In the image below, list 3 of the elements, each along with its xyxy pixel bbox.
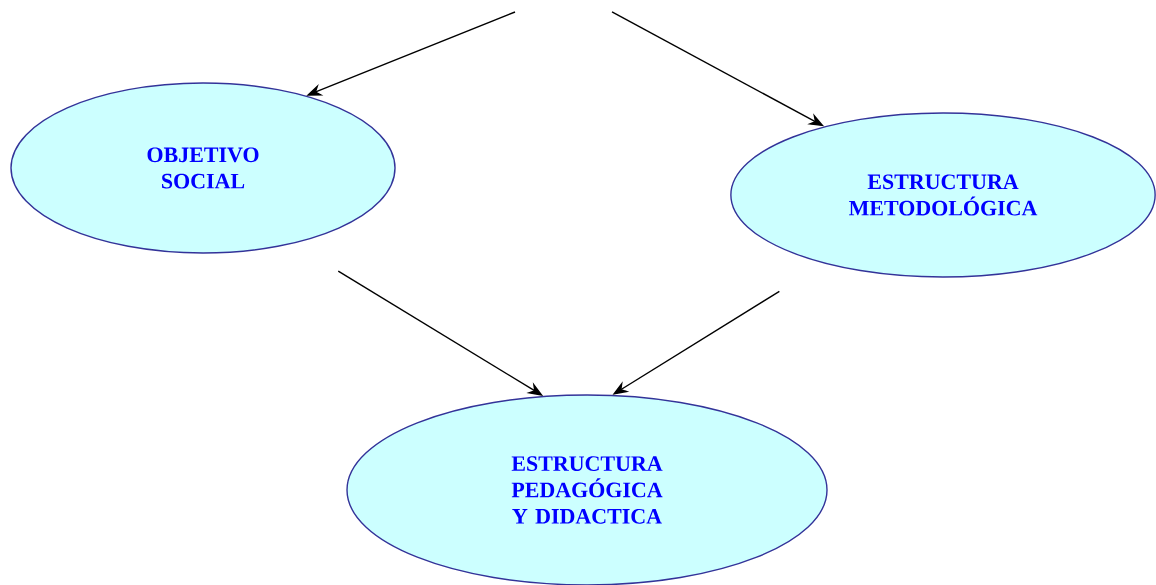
ellipse-node: ESTRUCTURA METODOLÓGICA — [730, 112, 1156, 278]
ellipse-node: ESTRUCTURA PEDAGÓGICA Y DIDACTICA — [346, 394, 828, 585]
ellipse-node: OBJETIVO SOCIAL — [10, 82, 396, 254]
